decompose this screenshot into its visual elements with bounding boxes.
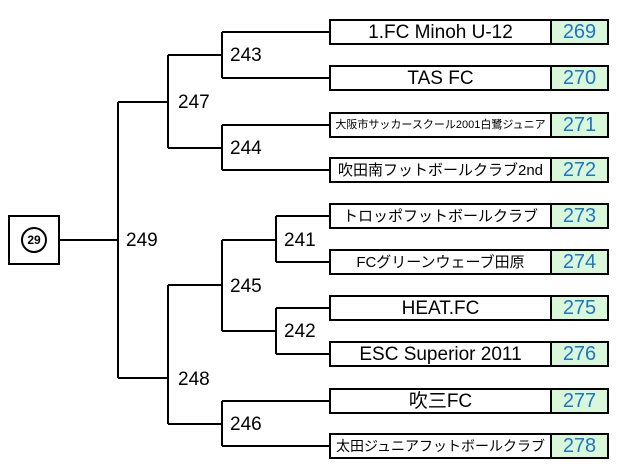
team-name: 吹三FC: [408, 390, 473, 412]
team-number-277: 277: [550, 388, 609, 414]
bracket-connector-247: [167, 54, 222, 149]
team-number-275: 275: [550, 295, 609, 321]
team-name: トロッポフットボールクラブ: [342, 207, 538, 225]
team-name: 1.FC Minoh U-12: [368, 21, 513, 43]
team-number-269: 269: [550, 19, 609, 45]
match-label-242: 242: [284, 321, 316, 342]
team-box-270: TAS FC: [329, 65, 552, 91]
match-label-245: 245: [230, 276, 262, 297]
seed-number: 29: [21, 227, 47, 253]
match-label-249: 249: [126, 230, 158, 251]
team-name: 大阪市サッカースクール2001白鷺ジュニア: [335, 118, 546, 131]
team-number-274: 274: [550, 249, 609, 275]
team-name: HEAT.FC: [401, 297, 480, 319]
team-number-276: 276: [550, 341, 609, 367]
team-box-277: 吹三FC: [329, 388, 552, 414]
team-number-271: 271: [550, 112, 609, 138]
match-label-246: 246: [230, 414, 262, 435]
team-number-278: 278: [550, 433, 609, 459]
team-box-272: 吹田南フットボールクラブ2nd: [329, 157, 552, 183]
team-name: TAS FC: [407, 67, 474, 89]
team-box-275: HEAT.FC: [329, 295, 552, 321]
team-box-269: 1.FC Minoh U-12: [329, 19, 552, 45]
bracket-connector-244: [221, 124, 330, 171]
match-label-241: 241: [284, 230, 316, 251]
match-label-244: 244: [230, 138, 262, 159]
bracket-connector-249: [60, 101, 168, 379]
team-name: 太田ジュニアフットボールクラブ: [335, 438, 546, 454]
bracket-connector-241: [275, 215, 330, 263]
team-name: FCグリーンウェーブ田原: [356, 253, 525, 271]
team-number-270: 270: [550, 65, 609, 91]
match-label-247: 247: [178, 92, 210, 113]
team-number-272: 272: [550, 157, 609, 183]
team-box-274: FCグリーンウェーブ田原: [329, 249, 552, 275]
match-label-243: 243: [230, 45, 262, 66]
team-box-271: 大阪市サッカースクール2001白鷺ジュニア: [329, 112, 552, 138]
bracket-connector-243: [221, 31, 330, 79]
team-number-273: 273: [550, 203, 609, 229]
team-box-278: 太田ジュニアフットボールクラブ: [329, 433, 552, 459]
team-name: ESC Superior 2011: [359, 343, 522, 365]
bracket-connector-246: [221, 400, 330, 447]
bracket-connector-245: [221, 239, 276, 332]
team-name: 吹田南フットボールクラブ2nd: [337, 161, 544, 179]
seed-box: 29: [8, 215, 60, 265]
team-box-273: トロッポフットボールクラブ: [329, 203, 552, 229]
bracket-connector-248: [167, 284, 222, 425]
bracket-connector-242: [275, 307, 330, 355]
match-label-248: 248: [178, 369, 210, 390]
team-box-276: ESC Superior 2011: [329, 341, 552, 367]
